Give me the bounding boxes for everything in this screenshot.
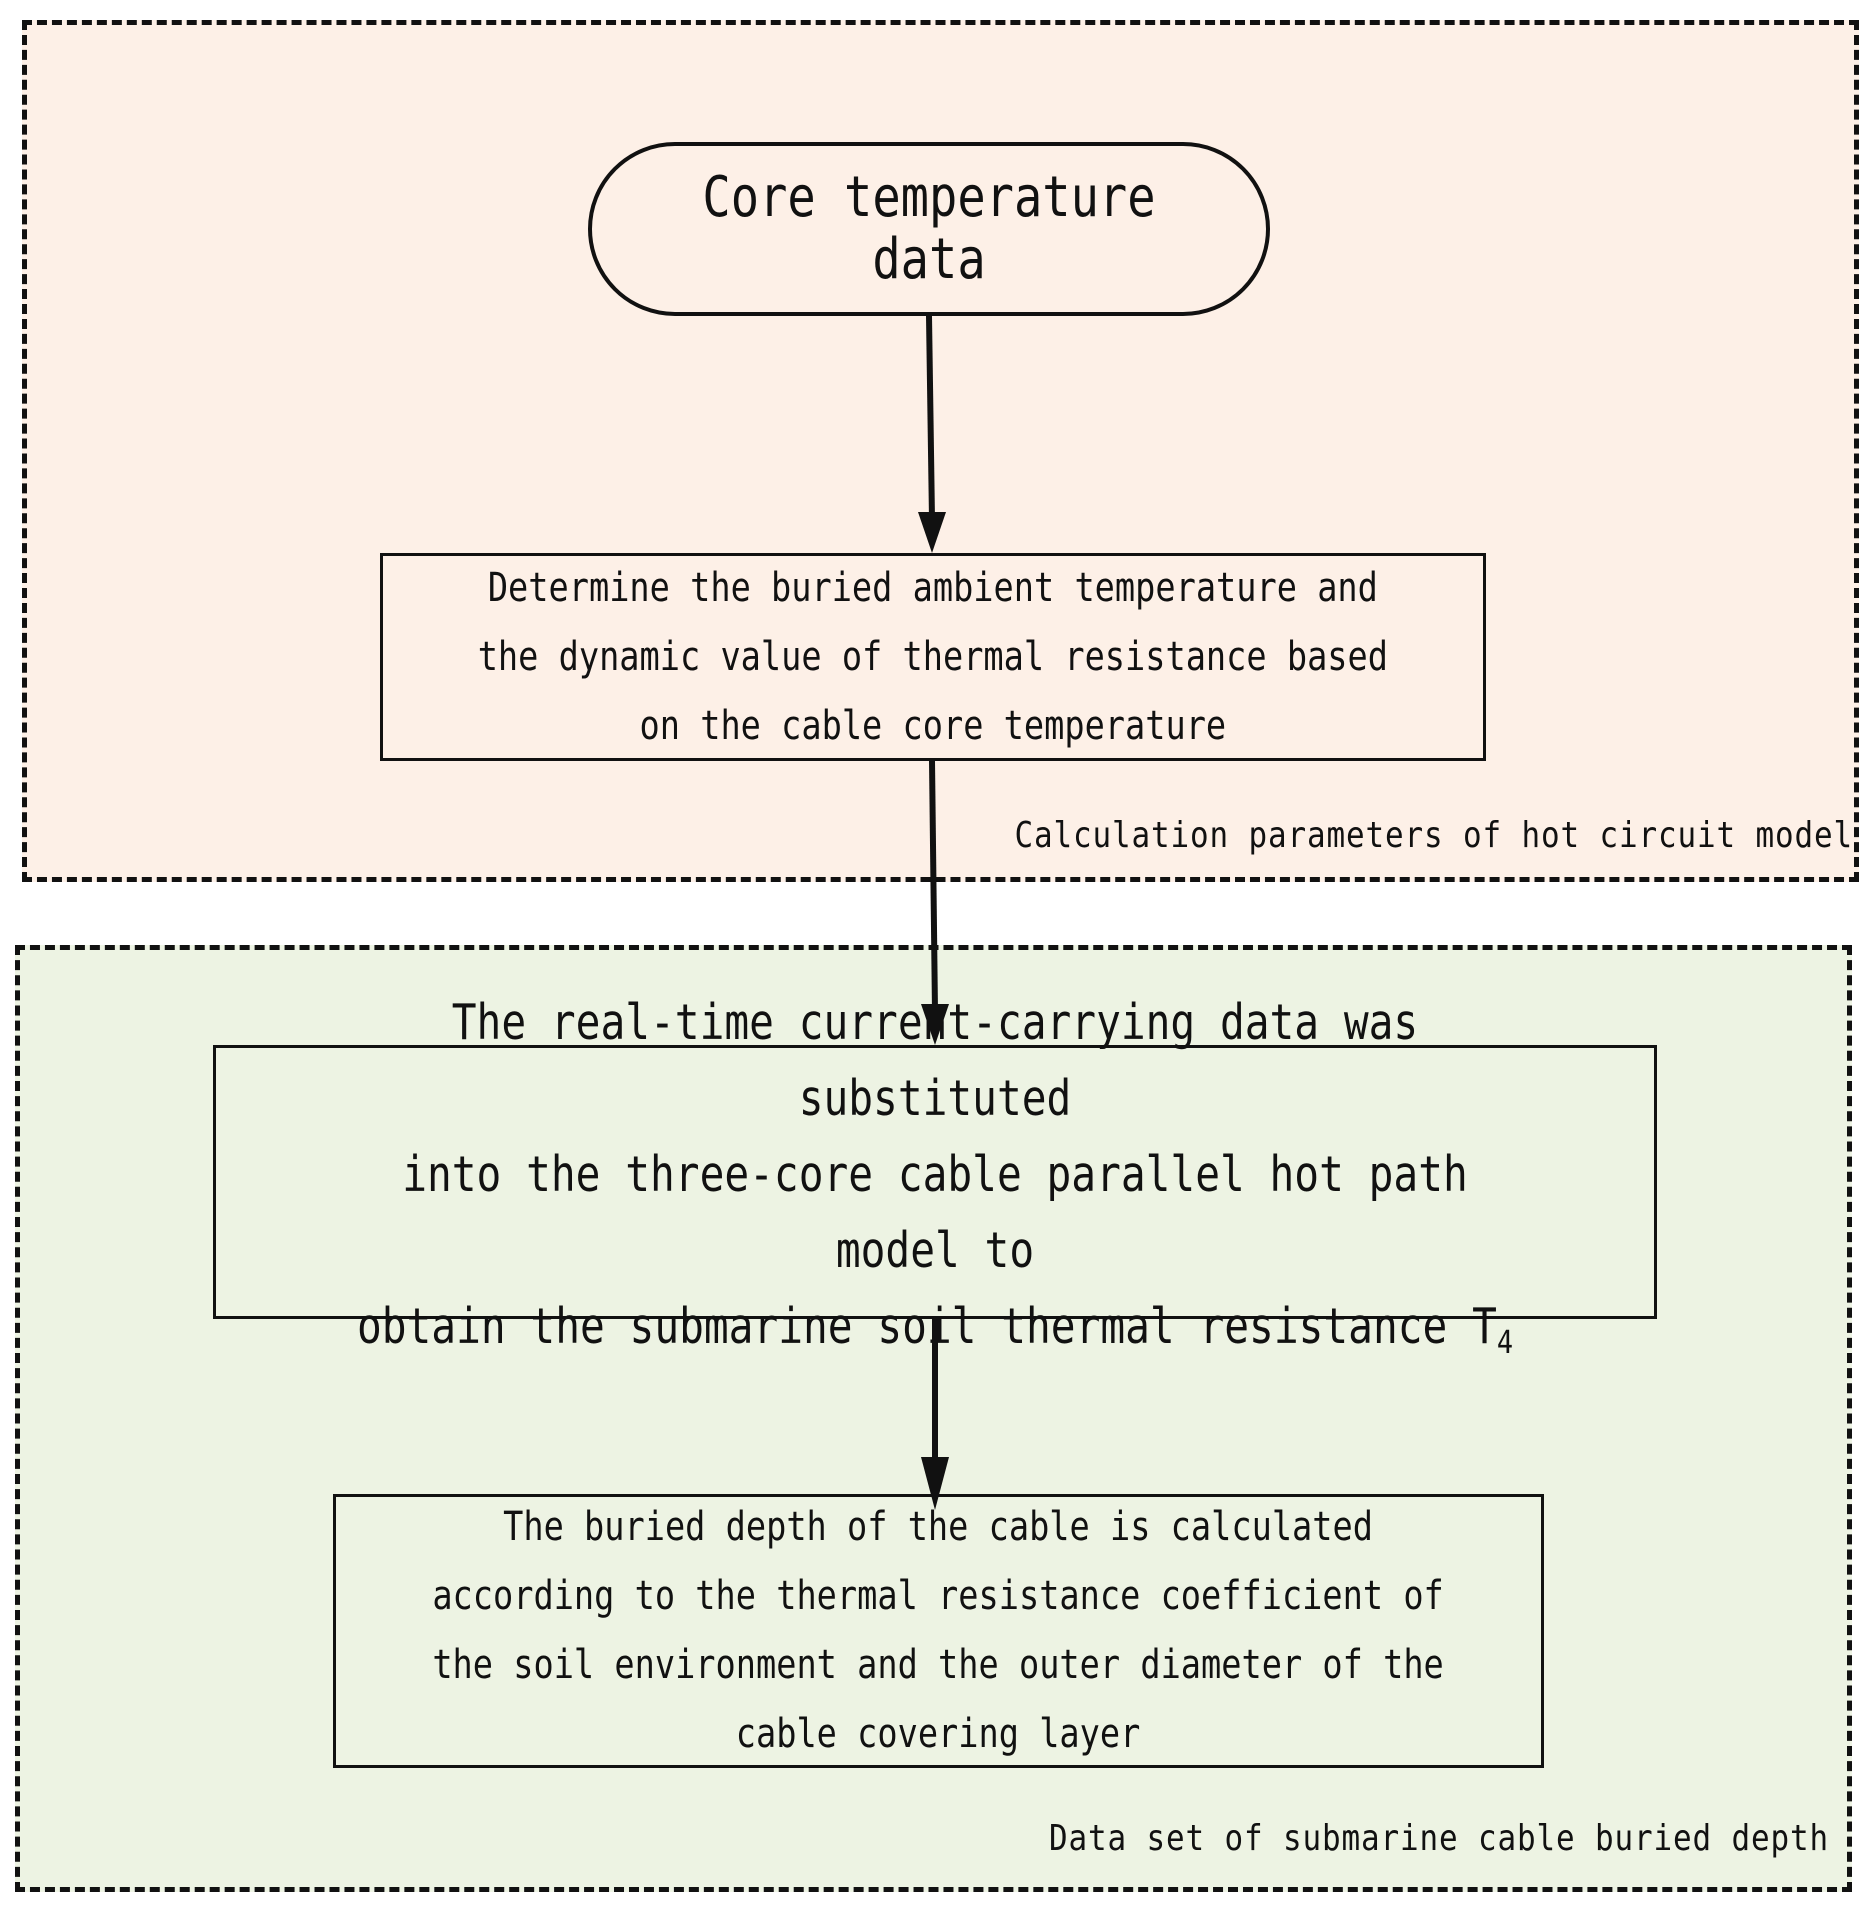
node-label: Determine the buried ambient temperature… xyxy=(477,564,1389,749)
node-label: The buried depth of the cable is calcula… xyxy=(432,1504,1445,1757)
node-determine-ambient-temperature: Determine the buried ambient temperature… xyxy=(380,553,1486,761)
node-calculate-buried-depth: The buried depth of the cable is calcula… xyxy=(333,1494,1544,1768)
node-label-main: The real-time current-carrying data was … xyxy=(356,993,1497,1355)
node-label-subscript: 4 xyxy=(1496,1322,1514,1361)
node-label: The real-time current-carrying data was … xyxy=(331,985,1539,1380)
node-label: Core temperature data xyxy=(702,165,1156,292)
node-core-temperature-data: Core temperature data xyxy=(588,142,1270,316)
group-caption-buried-depth: Data set of submarine cable buried depth xyxy=(1049,1818,1829,1859)
node-substitute-current-data: The real-time current-carrying data was … xyxy=(213,994,1657,1361)
group-caption-hot-circuit: Calculation parameters of hot circuit mo… xyxy=(1014,815,1853,856)
